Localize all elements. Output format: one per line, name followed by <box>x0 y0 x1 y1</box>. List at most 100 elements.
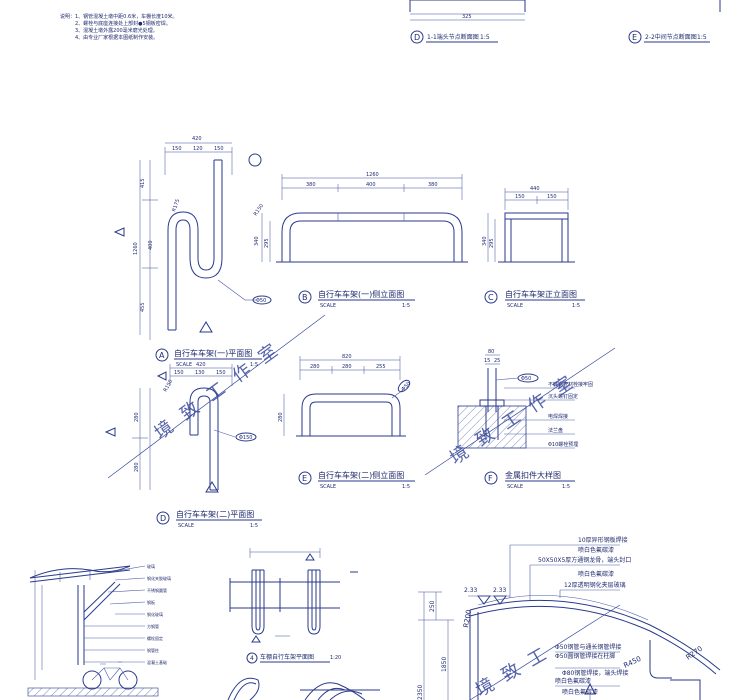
view-a-scale-word: SCALE <box>176 362 192 368</box>
f-part: 15 <box>484 358 490 364</box>
shelter-rack-plan: 4 车棚自行车架平面图 1:20 <box>227 548 380 700</box>
watermark-char: 致 <box>498 659 524 686</box>
shelter-note: 钢板 <box>147 599 155 605</box>
view-a-marker <box>155 348 169 362</box>
section-detail-top: 325 D 1-1端头节点断面图 1:5 E 2-2中间节点断面图 1:5 <box>409 0 721 44</box>
f-tag: Φ50 <box>521 376 531 382</box>
view-c-scale: 1:5 <box>572 303 580 309</box>
b-part: 380 <box>306 182 316 188</box>
a-v1: 415 <box>140 178 146 188</box>
section-d-marker <box>410 30 424 44</box>
shelter-note: 螺栓固定 <box>147 635 163 641</box>
watermark-1: 境 致 工 作 室 <box>107 314 326 479</box>
view-c-marker <box>484 290 498 304</box>
view-d2-marker <box>156 511 170 525</box>
view-f-scale-word: SCALE <box>507 484 523 490</box>
roof-note: Φ50钢管与通长钢管焊接 <box>555 643 621 651</box>
shelter-note: 钢化玻璃 <box>147 611 163 617</box>
g-r2: R450 <box>622 655 642 670</box>
section-e-title: 2-2中间节点断面图 <box>645 33 697 41</box>
b-part: 380 <box>428 182 438 188</box>
view-d2-plan: 420 150 130 150 280 280 R150 Φ150 D 自行车车… <box>104 362 262 529</box>
f-note: 电焊焊接 <box>548 413 568 420</box>
a-ref-marker <box>248 153 262 167</box>
section-arrow <box>113 227 125 237</box>
shelter-note: 钢管柱 <box>147 647 159 653</box>
general-notes: 说明： 1、钢管混凝土墩中距0.6米，车棚长度10米。 2、螺栓与底座连接处上部… <box>60 13 178 41</box>
b-part: 400 <box>366 182 376 188</box>
f-note: 沉头螺钉固定 <box>548 393 578 400</box>
a-total: 1260 <box>133 242 139 255</box>
roof-note: 喷白色氟碳漆 <box>578 546 614 554</box>
a-tag-bubble <box>252 295 272 305</box>
d-part: 150 <box>216 370 226 376</box>
b-radius: R150 <box>253 203 265 217</box>
g-r1: R200 <box>462 609 473 628</box>
c-part: 150 <box>515 194 525 200</box>
e-top: 820 <box>342 354 352 360</box>
f-part: 25 <box>494 358 500 364</box>
g-w2: 2.33 <box>493 587 507 594</box>
a-v2: 400 <box>148 240 154 250</box>
b-h2: 295 <box>264 238 270 248</box>
e-part: 255 <box>376 364 386 370</box>
top-dim: 325 <box>462 14 472 20</box>
view-b-title: 自行车车架(一)侧立面图 <box>318 289 404 299</box>
d-tag-bubble <box>235 432 257 442</box>
view-g-letter: 4 <box>250 655 254 662</box>
a-top-dim: 420 <box>192 136 202 142</box>
e-tag: Φ50 <box>400 381 412 393</box>
roof-note: Φ50圆钢管焊接在柱脚 <box>555 652 615 660</box>
f-note: 不锈钢管材栓接牢固 <box>548 381 593 388</box>
watermark-char: 工 <box>203 378 230 406</box>
e-h: 280 <box>278 412 284 422</box>
view-e2-scale: 1:5 <box>402 484 410 490</box>
d-top: 420 <box>196 362 206 368</box>
watermark-char: 境 <box>151 416 178 444</box>
g-r3: R270 <box>685 645 705 662</box>
c-h2: 295 <box>489 238 495 248</box>
view-c-scale-word: SCALE <box>507 303 523 309</box>
note-line-2: 2、螺栓与底座连接处上部封●5钢板密焊。 <box>75 20 171 27</box>
shelter-note: 玻璃 <box>147 563 155 569</box>
section-d-title: 1-1端头节点断面图 <box>427 33 479 41</box>
roof-note-b: Φ80钢管焊接，端头焊接 <box>562 669 628 677</box>
view-e2-scale-word: SCALE <box>320 484 336 490</box>
section-arrow <box>156 371 167 381</box>
watermark-char: 致 <box>177 397 204 425</box>
shelter-note: 不锈钢圆管 <box>147 587 167 593</box>
g-h2: 1850 <box>441 657 448 672</box>
view-e2-letter: E <box>302 474 307 483</box>
view-f-letter: F <box>488 474 493 483</box>
view-a-title: 自行车车架(一)平面图 <box>174 348 252 358</box>
shelter-elevation: 玻璃 钢化夹胶玻璃 不锈钢圆管 钢板 钢化玻璃 方钢管 螺栓固定 钢管柱 混凝土… <box>27 563 171 697</box>
roof-note: 喷白色氟碳漆 <box>555 677 591 685</box>
view-d2-scale: 1:5 <box>250 523 258 529</box>
c-h1: 340 <box>482 236 488 246</box>
watermark-char: 室 <box>255 340 282 368</box>
g-w1: 2.33 <box>464 587 478 594</box>
a-tag: Φ50 <box>256 298 266 304</box>
view-f-marker <box>484 471 498 485</box>
c-top: 440 <box>530 186 540 192</box>
section-arrow <box>205 481 219 493</box>
b-top: 1260 <box>366 172 379 178</box>
a-dim-part: 150 <box>172 146 182 152</box>
note-line-3: 3、混凝土墩外露200毫米磨光处理。 <box>75 27 158 34</box>
e-part: 280 <box>310 364 320 370</box>
d-v1: 280 <box>134 412 140 422</box>
f-top: 80 <box>488 349 494 355</box>
view-e2-marker <box>298 471 312 485</box>
a-dim-part: 120 <box>193 146 203 152</box>
view-g-marker <box>246 652 258 664</box>
a-v3: 455 <box>140 302 146 312</box>
view-d2-letter: D <box>160 514 166 523</box>
roof-note: 12厚透明钢化夹层玻璃 <box>564 581 626 589</box>
view-d2-scale-word: SCALE <box>178 523 194 529</box>
d-tag: Φ150 <box>239 435 252 441</box>
ground-hatch <box>27 687 159 697</box>
view-e2-title: 自行车车架(二)侧立面图 <box>318 470 404 480</box>
view-g-scale: 1:20 <box>330 655 341 661</box>
